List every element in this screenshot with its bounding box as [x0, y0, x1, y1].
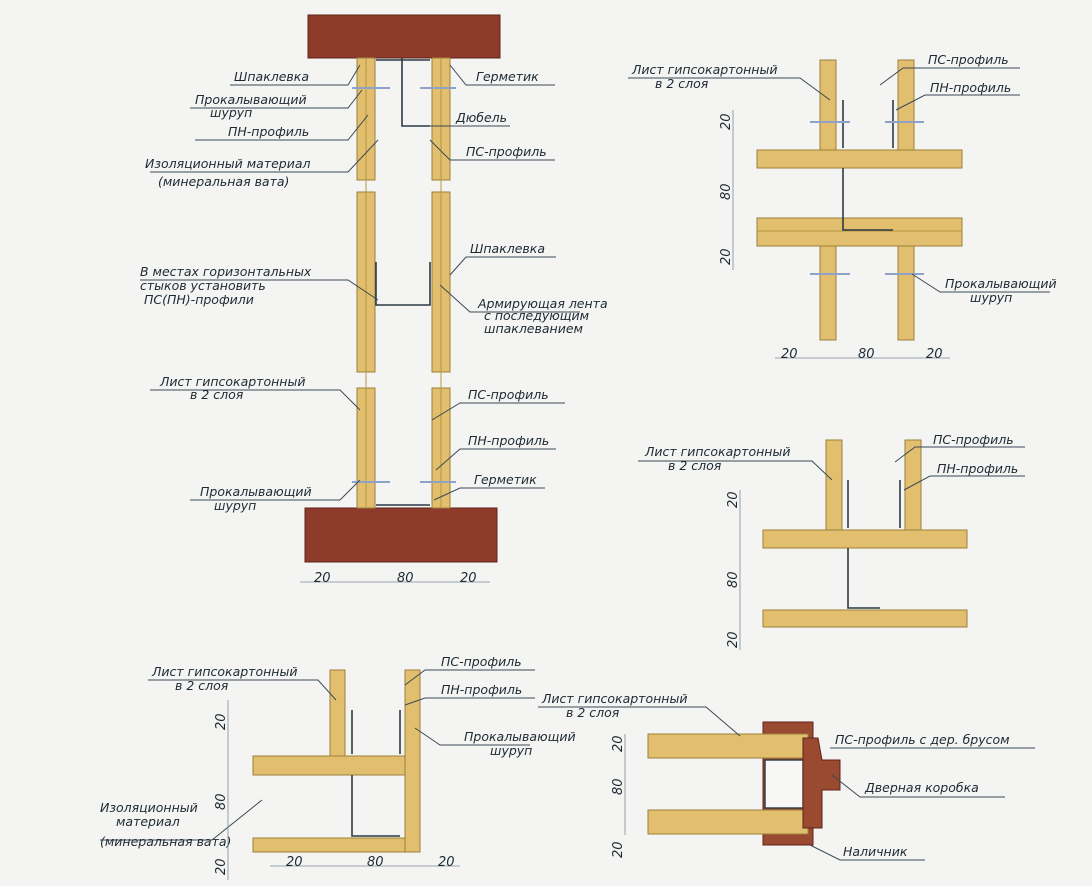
ps-profile-joint [375, 262, 431, 306]
label-shpaklevka-top: Шпаклевка [234, 69, 309, 84]
label-gkl-2: в 2 слоя [190, 387, 244, 402]
label-ps-profile: ПС-профиль [928, 52, 1009, 67]
dim-v-1: 20 [611, 735, 626, 752]
label-screw-2: шуруп [210, 105, 252, 120]
label-screw: Прокалывающий [464, 729, 576, 744]
label-screw: Прокалывающий [195, 92, 307, 107]
label-tape-2: с последующим [484, 308, 589, 323]
dim-h-2: 80 [858, 347, 875, 362]
label-tape: Армирующая лента [477, 296, 608, 311]
label-screw-low: Прокалывающий [200, 484, 312, 499]
label-insulation: Изоляционный материал [145, 156, 311, 171]
label-ps-profile: ПС-профиль [933, 432, 1014, 447]
label-ps-wood: ПС-профиль с дер. брусом [835, 732, 1010, 747]
dim-h-3: 20 [438, 855, 455, 870]
label-hermetic-top: Герметик [476, 69, 539, 84]
dim-middle: 80 [397, 571, 414, 586]
dowel [401, 58, 430, 127]
label-gkl: Лист гипсокартонный [541, 691, 687, 706]
label-insulation-3: (минеральная вата) [100, 834, 231, 849]
label-screw-low-2: шуруп [214, 498, 256, 513]
dim-v-3: 20 [726, 631, 741, 648]
label-pn-profile-low: ПН-профиль [468, 433, 549, 448]
cross-junction-detail: Лист гипсокартонный в 2 слоя ПС-профиль … [628, 52, 1057, 362]
label-insulation-2: материал [116, 814, 180, 829]
label-pn-profile: ПН-профиль [930, 80, 1011, 95]
label-screw: Прокалывающий [945, 276, 1057, 291]
dim-left: 20 [314, 571, 331, 586]
wall-section-detail: Шпаклевка Прокалывающий шуруп ПН-профиль… [140, 14, 608, 586]
label-ps-profile: ПС-профиль [441, 654, 522, 669]
label-gkl-2: в 2 слоя [668, 458, 722, 473]
label-hermetic-low: Герметик [474, 472, 537, 487]
label-joints-2: стыков установить [140, 278, 266, 293]
label-screw-2: шуруп [490, 743, 532, 758]
label-gkl-2: в 2 слоя [175, 678, 229, 693]
label-ps-profile: ПС-профиль [466, 144, 547, 159]
corner-junction-detail: Лист гипсокартонный в 2 слоя ПС-профиль … [100, 654, 576, 880]
ps-profile-wood [764, 759, 804, 809]
t-junction-detail: Лист гипсокартонный в 2 слоя ПС-профиль … [638, 432, 1025, 650]
dim-h-2: 80 [367, 855, 384, 870]
label-joints: В местах горизонтальных [140, 264, 312, 279]
dim-right: 20 [460, 571, 477, 586]
label-shpaklevka-mid: Шпаклевка [470, 241, 545, 256]
dim-v-3: 20 [719, 248, 734, 265]
label-gkl: Лист гипсокартонный [159, 374, 305, 389]
dim-v-1: 20 [214, 713, 229, 730]
label-gkl-2: в 2 слоя [655, 76, 709, 91]
dim-h-1: 20 [286, 855, 303, 870]
label-door-frame: Дверная коробка [864, 780, 979, 795]
dim-v-2: 80 [726, 571, 741, 588]
label-insulation: Изоляционный [100, 800, 198, 815]
dim-v-2: 80 [719, 183, 734, 200]
ceiling-slab [307, 14, 501, 59]
label-ps-profile-low: ПС-профиль [468, 387, 549, 402]
door-junction-detail: Лист гипсокартонный в 2 слоя ПС-профиль … [538, 691, 1035, 861]
dim-h-3: 20 [926, 347, 943, 362]
dim-v-2: 80 [214, 793, 229, 810]
label-dowel: Дюбель [455, 110, 507, 125]
dim-v-3: 20 [214, 858, 229, 875]
label-pn-profile: ПН-профиль [228, 124, 309, 139]
label-gkl-2: в 2 слоя [566, 705, 620, 720]
label-gkl: Лист гипсокартонный [151, 664, 297, 679]
label-gkl: Лист гипсокартонный [631, 62, 777, 77]
label-gkl: Лист гипсокартонный [644, 444, 790, 459]
label-tape-3: шпаклеванием [484, 321, 583, 336]
label-joints-3: ПС(ПН)-профили [144, 292, 254, 307]
label-pn-profile: ПН-профиль [937, 461, 1018, 476]
dim-v-1: 20 [726, 491, 741, 508]
dim-v-1: 20 [719, 113, 734, 130]
label-pn-profile: ПН-профиль [441, 682, 522, 697]
label-casing: Наличник [843, 844, 908, 859]
floor-slab [304, 507, 498, 563]
pn-profile [376, 59, 430, 506]
label-screw-2: шуруп [970, 290, 1012, 305]
dim-v-3: 20 [611, 841, 626, 858]
dim-v-2: 80 [611, 778, 626, 795]
label-insulation-2: (минеральная вата) [158, 174, 289, 189]
door-frame [802, 737, 841, 829]
dim-h-1: 20 [781, 347, 798, 362]
right-gypsum-board [431, 57, 451, 509]
